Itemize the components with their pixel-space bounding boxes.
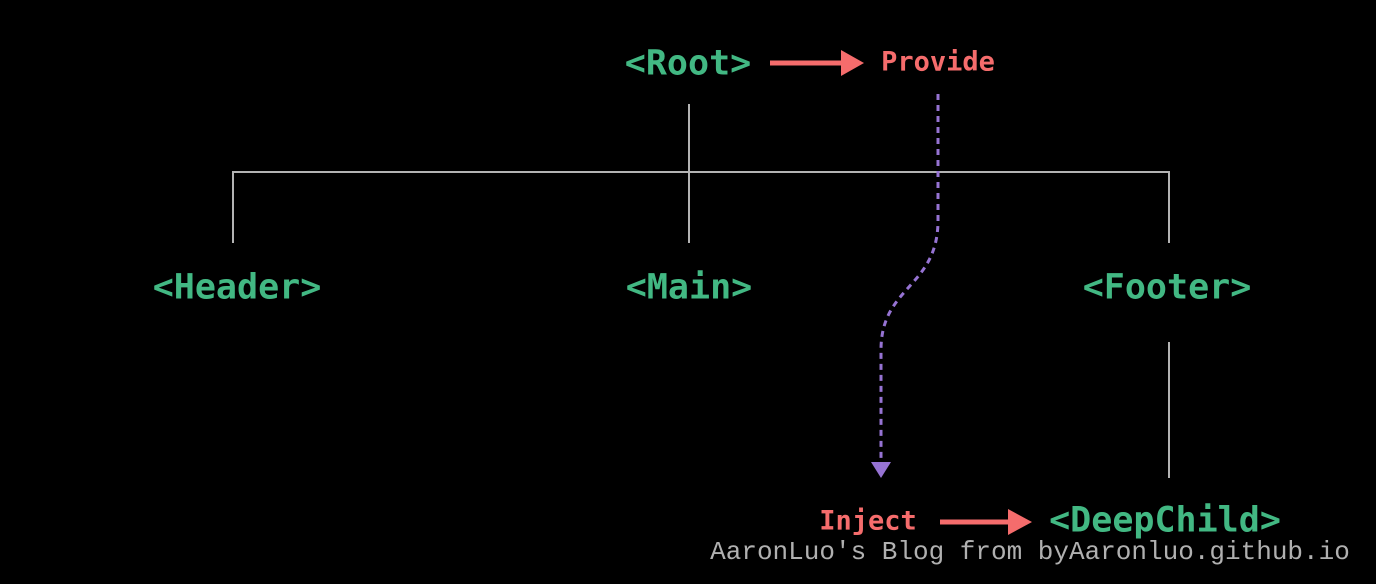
provide-label: Provide — [881, 46, 995, 78]
node-main: <Main> — [625, 267, 753, 308]
root-to-provide-arrowhead-icon — [841, 50, 864, 76]
inject-label: Inject — [819, 505, 917, 537]
watermark-text: AaronLuo's Blog from byAaronluo.github.i… — [710, 537, 1350, 567]
node-deepchild: <DeepChild> — [1049, 500, 1281, 541]
inject-to-deepchild-arrowhead-icon — [1008, 509, 1032, 535]
provide-inject-flow-arrowhead-icon — [871, 462, 891, 478]
node-footer: <Footer> — [1082, 267, 1252, 308]
node-header: <Header> — [152, 267, 322, 308]
node-root: <Root> — [624, 43, 752, 84]
provide-inject-dashed-flow-line — [879, 94, 940, 462]
